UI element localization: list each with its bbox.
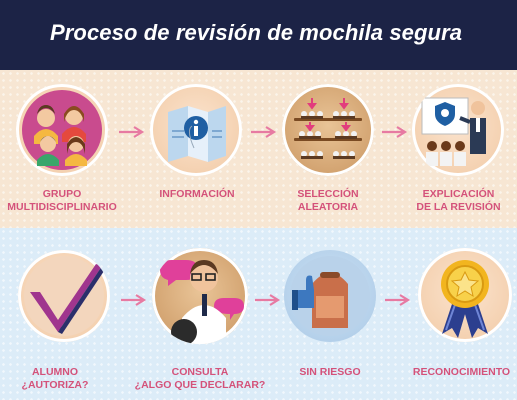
label-line: CONSULTA xyxy=(171,366,229,378)
label-line: MULTIDISCIPLINARIO xyxy=(7,201,117,213)
arrow-right-icon xyxy=(385,294,411,306)
step-label-consulta: CONSULTA ¿ALGO QUE DECLARAR? xyxy=(132,366,268,392)
step-label-explicacion: EXPLICACIÓN DE LA REVISIÓN xyxy=(400,188,517,214)
arrow-right-icon xyxy=(119,126,145,138)
step-label-seleccion: SELECCIÓN ALEATORIA xyxy=(272,188,384,214)
label-line: GRUPO xyxy=(42,188,82,200)
label-line: ¿AUTORIZA? xyxy=(21,379,89,391)
arrow-right-icon xyxy=(255,294,281,306)
step-label-informacion: INFORMACIÓN xyxy=(142,188,252,201)
medal-icon xyxy=(418,248,512,342)
checkmark-icon xyxy=(18,250,110,342)
page-title: Proceso de revisión de mochila segura xyxy=(50,20,463,45)
random-selection-icon xyxy=(282,84,374,176)
label-line: SELECCIÓN xyxy=(297,188,359,200)
arrow-right-icon xyxy=(121,294,147,306)
step-label-alumno: ALUMNO ¿AUTORIZA? xyxy=(0,366,110,392)
label-line: INFORMACIÓN xyxy=(159,188,235,200)
backpack-thumbs-up-icon xyxy=(284,250,376,342)
info-brochure-icon xyxy=(150,84,242,176)
label-line: RECONOCIMIENTO xyxy=(412,366,511,378)
label-line: DE LA REVISIÓN xyxy=(416,201,501,213)
presentation-icon xyxy=(412,84,504,176)
arrow-right-icon xyxy=(382,126,408,138)
arrow-right-icon xyxy=(251,126,277,138)
label-line: SIN RIESGO xyxy=(299,366,361,378)
header-bar: Proceso de revisión de mochila segura xyxy=(0,0,517,70)
label-line: ALEATORIA xyxy=(297,201,359,213)
bottom-process-row: ALUMNO ¿AUTORIZA? CONSULTA ¿ALGO QUE DEC… xyxy=(0,228,517,400)
label-line: ALUMNO xyxy=(31,366,79,378)
step-label-grupo: GRUPO MULTIDISCIPLINARIO xyxy=(0,188,124,214)
label-line: EXPLICACIÓN xyxy=(422,188,495,200)
step-label-reconocimiento: RECONOCIMIENTO xyxy=(406,366,517,379)
consultation-icon xyxy=(152,248,248,344)
label-line: ¿ALGO QUE DECLARAR? xyxy=(134,379,266,391)
top-process-row: GRUPO MULTIDISCIPLINARIO INFORMACIÓN xyxy=(0,70,517,228)
step-label-sin-riesgo: SIN RIESGO xyxy=(284,366,376,379)
people-group-icon xyxy=(16,84,108,176)
